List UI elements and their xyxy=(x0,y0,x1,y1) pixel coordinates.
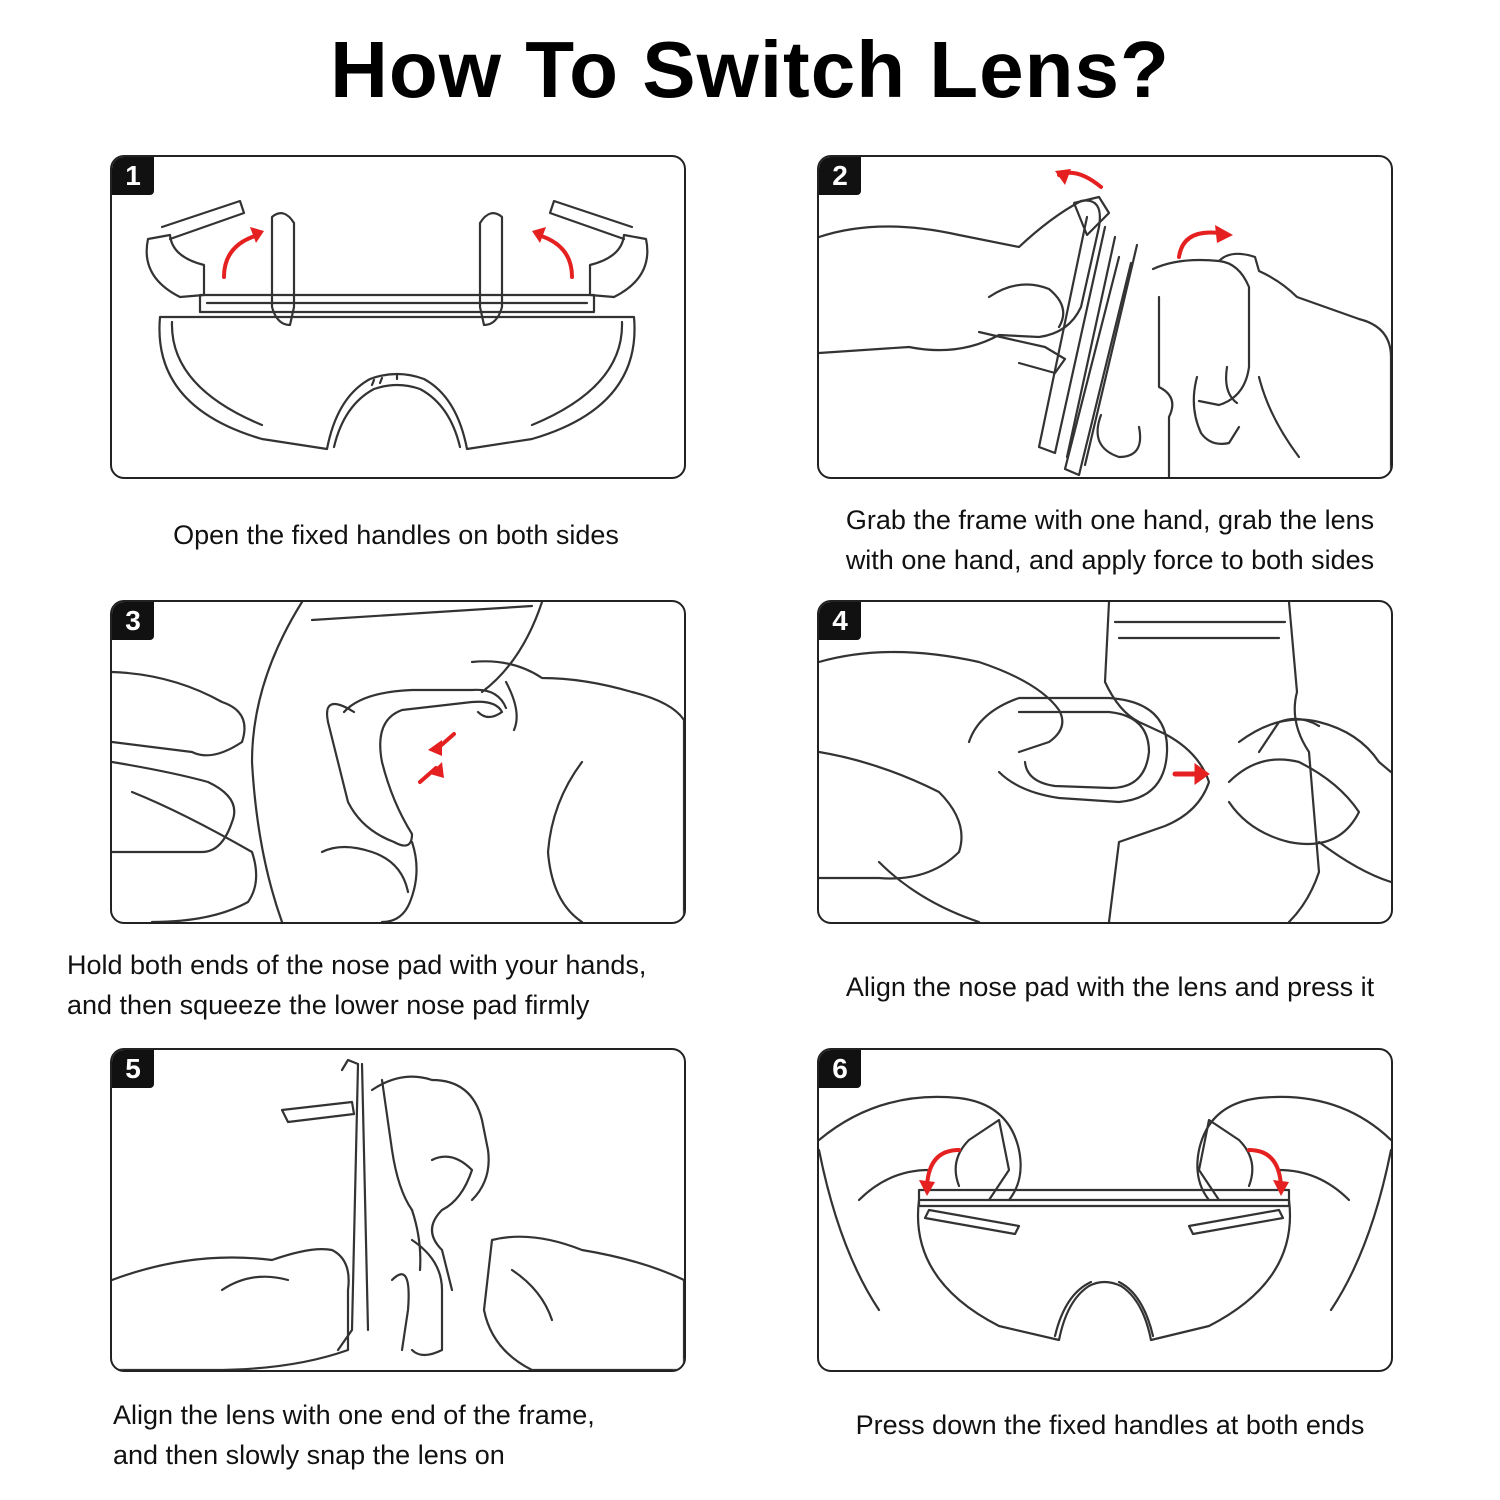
step-number-badge: 1 xyxy=(112,157,154,195)
step-number-badge: 2 xyxy=(819,157,861,195)
caption-line: Grab the frame with one hand, grab the l… xyxy=(845,505,1375,535)
step-2-panel: 2 xyxy=(817,155,1393,479)
page-title: How To Switch Lens? xyxy=(330,25,1170,114)
step-5-caption: Align the lens with one end of the frame… xyxy=(113,1395,773,1475)
step-6-caption: Press down the fixed handles at both end… xyxy=(780,1405,1440,1445)
step-number-badge: 4 xyxy=(819,602,861,640)
step-4-caption: Align the nose pad with the lens and pre… xyxy=(780,967,1440,1007)
glasses-front-handles-open-illustration xyxy=(145,199,649,451)
caption-line: Press down the fixed handles at both end… xyxy=(855,1410,1365,1440)
caption-line: and then squeeze the lower nose pad firm… xyxy=(67,990,590,1020)
hands-snap-lens-into-frame-illustration xyxy=(112,1058,684,1370)
caption-line: Open the fixed handles on both sides xyxy=(173,520,619,550)
caption-line: with one hand, and apply force to both s… xyxy=(845,545,1375,575)
caption-line: and then slowly snap the lens on xyxy=(113,1440,505,1470)
step-3-panel: 3 xyxy=(110,600,686,924)
step-number-badge: 3 xyxy=(112,602,154,640)
step-4-panel: 4 xyxy=(817,600,1393,924)
step-number-badge: 5 xyxy=(112,1050,154,1088)
hands-grab-frame-and-lens-illustration xyxy=(819,169,1391,477)
hands-squeeze-nose-pad-illustration xyxy=(112,602,684,922)
step-6-panel: 6 xyxy=(817,1048,1393,1372)
step-2-caption: Grab the frame with one hand, grab the l… xyxy=(780,500,1440,580)
caption-line: Align the nose pad with the lens and pre… xyxy=(845,972,1375,1002)
step-1-caption: Open the fixed handles on both sides xyxy=(110,515,682,555)
step-1-panel: 1 xyxy=(110,155,686,479)
caption-line: Align the lens with one end of the frame… xyxy=(113,1400,595,1430)
step-3-caption: Hold both ends of the nose pad with your… xyxy=(67,945,767,1025)
hands-align-nose-pad-with-lens-illustration xyxy=(819,602,1391,922)
step-5-panel: 5 xyxy=(110,1048,686,1372)
hands-press-down-handles-illustration xyxy=(819,1095,1391,1342)
caption-line: Hold both ends of the nose pad with your… xyxy=(67,950,647,980)
step-number-badge: 6 xyxy=(819,1050,861,1088)
